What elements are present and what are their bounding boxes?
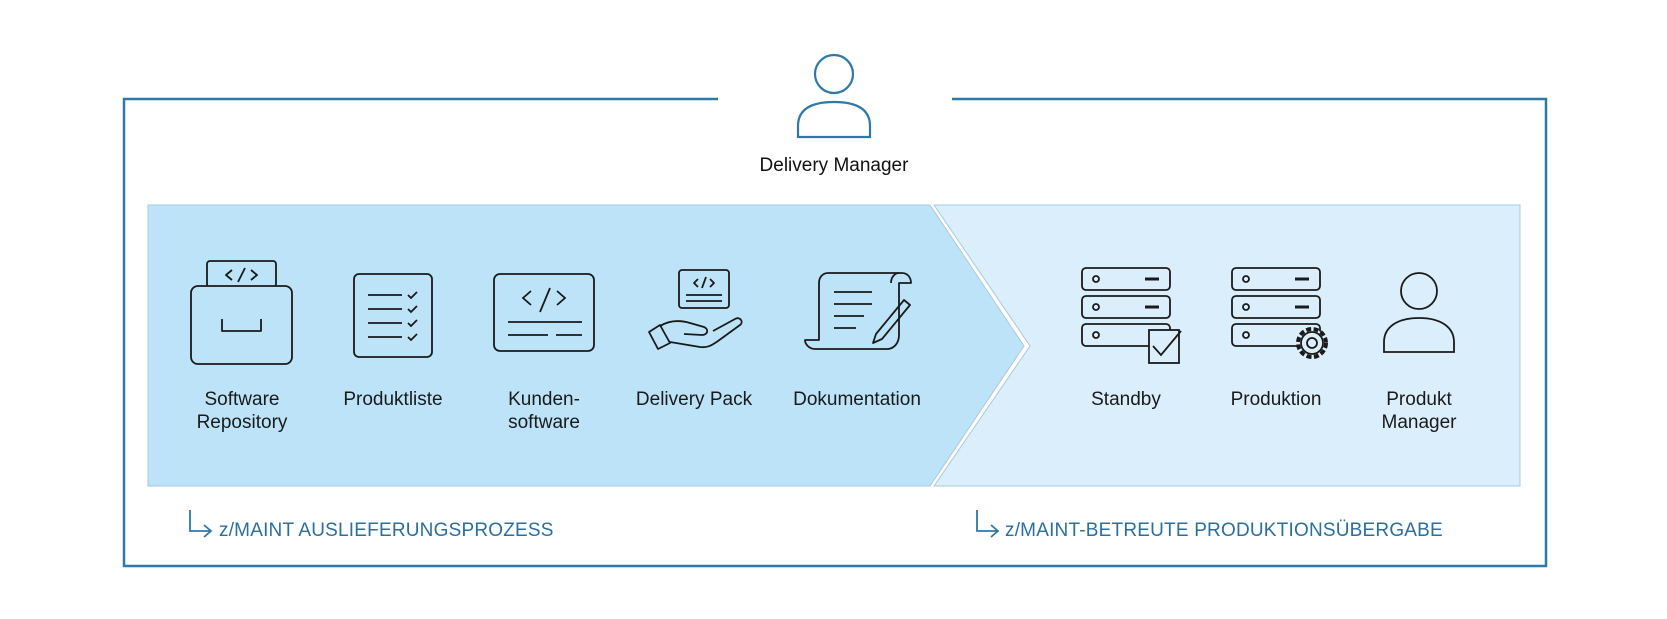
left-item-label: Delivery Pack <box>635 389 753 410</box>
right-item-label: Standby <box>1091 389 1161 410</box>
right-item-label: Produkt Manager <box>1381 389 1457 433</box>
server-gear-icon <box>1231 267 1328 359</box>
left-item-label: Dokumentation <box>793 389 921 410</box>
right-item-label: Produktion <box>1230 389 1322 410</box>
delivery-hand-icon <box>648 269 743 350</box>
delivery-manager-icon <box>796 53 872 139</box>
person-icon <box>1383 272 1455 353</box>
actor-label: Delivery Manager <box>759 155 909 176</box>
right-process-label: z/MAINT-BETREUTE PRODUKTIONSÜBERGABE <box>1005 520 1443 541</box>
server-check-icon <box>1081 267 1182 364</box>
left-process-band <box>147 204 1025 487</box>
software-repository-icon <box>190 260 293 365</box>
outer-frame <box>122 97 1548 568</box>
checklist-icon <box>353 273 433 358</box>
left-item-label: Kunden- software <box>508 389 580 433</box>
process-arrow-left-icon <box>189 510 213 538</box>
code-window-icon <box>493 273 595 352</box>
left-item-label: Software Repository <box>196 389 288 433</box>
process-arrow-right-icon <box>976 510 1000 538</box>
right-process-band <box>933 204 1521 487</box>
document-scroll-icon <box>804 272 912 350</box>
left-item-label: Produktliste <box>343 389 443 410</box>
left-process-label: z/MAINT AUSLIEFERUNGSPROZESS <box>219 520 554 541</box>
